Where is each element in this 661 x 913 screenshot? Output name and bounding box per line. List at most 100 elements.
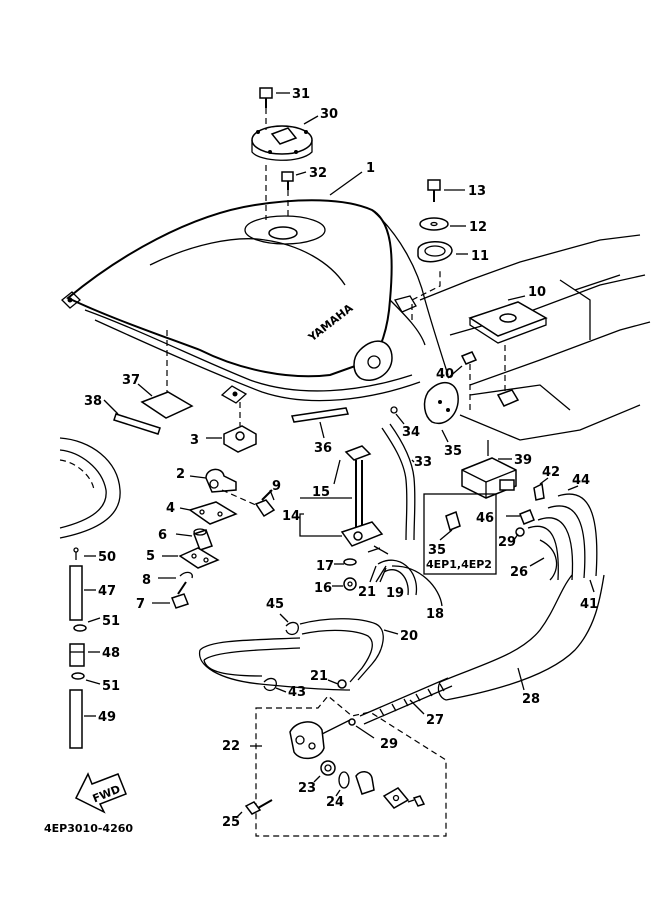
clip-51-lower	[71, 672, 85, 680]
callout-7: 7	[136, 597, 145, 612]
relay-39	[461, 457, 517, 499]
collector-28	[437, 574, 605, 701]
plate-5	[178, 547, 220, 569]
damper-3	[223, 425, 257, 453]
callout-47: 47	[98, 584, 116, 599]
callout-27: 27	[426, 713, 444, 728]
callout-15: 15	[312, 485, 330, 500]
callout-12: 12	[469, 220, 487, 235]
small-screw	[407, 795, 426, 807]
spring-27	[359, 677, 453, 725]
washer-16	[343, 577, 357, 591]
callout-42: 42	[542, 465, 560, 480]
callout-40: 40	[436, 367, 454, 382]
callout-50: 50	[98, 550, 116, 565]
hose-33	[381, 423, 416, 541]
screw-29-lower	[348, 718, 375, 739]
callout-39: 39	[514, 453, 532, 468]
callout-13: 13	[468, 184, 486, 199]
bracket-42	[533, 482, 545, 501]
oring-17	[343, 558, 357, 566]
bolt-13	[427, 179, 441, 202]
sender-gasket	[353, 340, 393, 381]
frame-section	[419, 234, 651, 441]
callout-34: 34	[402, 425, 420, 440]
callout-21-lower: 21	[310, 669, 328, 684]
callout-18: 18	[426, 607, 444, 622]
variant-inset	[423, 493, 497, 575]
callout-30: 30	[320, 107, 338, 122]
clip-45	[285, 621, 299, 636]
bolt-7	[171, 581, 189, 609]
callout-41: 41	[580, 597, 598, 612]
callout-51-upper: 51	[102, 614, 120, 629]
callout-28: 28	[522, 692, 540, 707]
hose-20	[299, 618, 384, 683]
lever-knob	[355, 771, 375, 795]
callout-5: 5	[146, 549, 155, 564]
callout-1: 1	[366, 161, 375, 176]
washer-12	[419, 217, 449, 231]
oring-24	[338, 771, 350, 789]
bolt-31	[259, 87, 273, 108]
damper-10	[468, 301, 548, 344]
callout-24: 24	[326, 795, 344, 810]
hose-19-18	[377, 559, 443, 607]
strip-38	[113, 413, 161, 435]
collar-4	[188, 501, 238, 525]
fuel-cap	[251, 125, 313, 161]
stay-50	[73, 547, 79, 560]
fwd-arrow-icon	[74, 772, 127, 814]
cover-plate	[382, 787, 410, 809]
callout-23: 23	[298, 781, 316, 796]
fuel-cock	[340, 445, 389, 555]
callout-17: 17	[316, 559, 334, 574]
washer-23	[320, 760, 336, 776]
seat-edge	[59, 437, 121, 539]
clamp-46	[519, 509, 535, 525]
inset-22	[255, 695, 447, 837]
catalog-code: 4EP3010-4260	[44, 822, 133, 835]
callout-10: 10	[528, 285, 546, 300]
callout-38: 38	[84, 394, 102, 409]
damper-48	[69, 643, 85, 667]
callout-29-upper: 29	[498, 535, 516, 550]
callout-19: 19	[386, 586, 404, 601]
callout-16: 16	[314, 581, 332, 596]
grommet-11	[417, 241, 453, 263]
spacer-6	[193, 528, 213, 551]
callout-2: 2	[176, 467, 185, 482]
callout-29-lower: 29	[380, 737, 398, 752]
callout-48: 48	[102, 646, 120, 661]
callout-43: 43	[288, 685, 306, 700]
callout-22: 22	[222, 739, 240, 754]
variant-note: 4EP1,4EP2	[426, 558, 492, 571]
callout-33: 33	[414, 455, 432, 470]
callout-14: 14	[282, 509, 300, 524]
callout-6: 6	[158, 528, 167, 543]
callout-46: 46	[476, 511, 494, 526]
callout-11: 11	[471, 249, 489, 264]
strip-36	[291, 407, 349, 423]
clip-8	[179, 571, 193, 579]
callout-35: 35	[444, 444, 462, 459]
callout-31: 31	[292, 87, 310, 102]
long-hose	[198, 637, 351, 691]
screw-25	[244, 799, 273, 815]
callout-45: 45	[266, 597, 284, 612]
pad-37	[140, 391, 194, 419]
callout-21-upper: 21	[358, 585, 376, 600]
callout-32: 32	[309, 166, 327, 181]
brand-mark: YAMAHA	[305, 301, 356, 345]
exhaust-pipes	[527, 493, 598, 581]
callout-36: 36	[314, 441, 332, 456]
clip-21-lower	[337, 679, 347, 689]
clip-51-upper	[73, 624, 87, 632]
callout-35-variant: 35	[428, 543, 446, 558]
callout-37: 37	[122, 373, 140, 388]
clip-34	[390, 406, 398, 414]
callout-51-lower: 51	[102, 679, 120, 694]
clip-43	[263, 677, 277, 692]
